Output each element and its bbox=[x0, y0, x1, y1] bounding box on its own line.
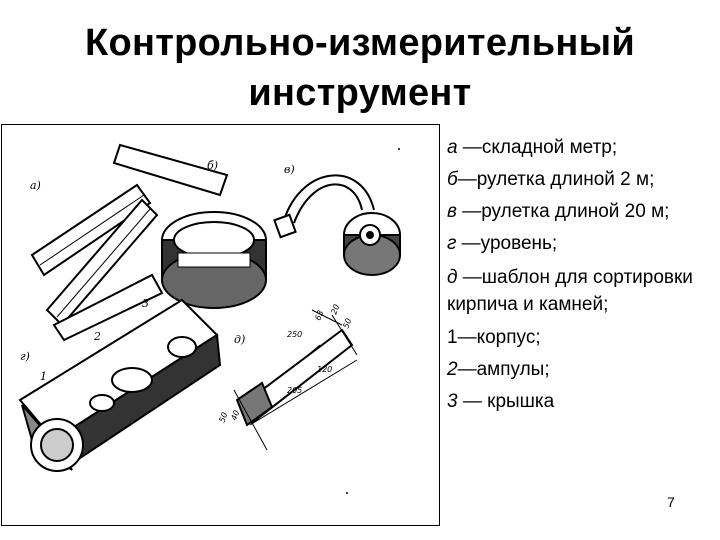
dimension-250: 250 bbox=[287, 330, 302, 339]
legend-item-g: г —уровень; bbox=[447, 233, 558, 254]
sorting-template-drawing bbox=[233, 309, 358, 451]
dimension-20: 20 bbox=[329, 303, 341, 316]
legend-item-2: 2—ампулы; bbox=[447, 359, 550, 380]
dimension-63: 63 bbox=[313, 309, 325, 322]
figure-label-g: г) bbox=[20, 350, 30, 363]
legend-item-1: 1—корпус; bbox=[447, 327, 541, 348]
figure-label-b: б) bbox=[207, 159, 218, 172]
tools-drawing: а) б) в) г) д) 1 2 3 250 63 20 50 120 20… bbox=[18, 143, 401, 494]
dimension-205: 205 bbox=[287, 386, 302, 395]
dimension-50-left: 50 bbox=[217, 411, 229, 424]
figure-label-d: д) bbox=[234, 333, 245, 346]
figure-label-1: 1 bbox=[40, 370, 47, 383]
figure-label-3: 3 bbox=[142, 297, 149, 310]
tape-measure-2m-drawing bbox=[112, 143, 267, 309]
folding-meter-drawing bbox=[30, 183, 164, 342]
dimension-40: 40 bbox=[229, 409, 241, 422]
dimension-50-right: 50 bbox=[341, 317, 353, 330]
dimension-120: 120 bbox=[317, 365, 332, 374]
figure-label-v: в) bbox=[284, 163, 295, 176]
page-number: 7 bbox=[667, 494, 675, 510]
figure-label-a: а) bbox=[30, 179, 41, 192]
legend-item-d: д —шаблон для сортировки кирпича и камне… bbox=[447, 267, 693, 315]
figure-label-2: 2 bbox=[93, 330, 101, 343]
tools-illustration: а) б) в) г) д) 1 2 3 250 63 20 50 120 20… bbox=[1, 124, 440, 526]
level-drawing bbox=[18, 298, 222, 472]
slide-title: Контрольно-измерительный инструмент bbox=[40, 18, 680, 118]
legend-item-a: а —складной метр; bbox=[447, 137, 618, 158]
legend-item-v: в —рулетка длиной 20 м; bbox=[447, 201, 670, 222]
tape-measure-20m-drawing bbox=[273, 174, 401, 276]
title-line-2: инструмент bbox=[248, 72, 472, 114]
title-line-1: Контрольно-измерительный bbox=[84, 22, 636, 64]
legend-item-3: 3 — крышка bbox=[447, 391, 555, 412]
legend-list: а —складной метр; б—рулетка длиной 2 м; … bbox=[447, 132, 709, 418]
legend-item-b: б—рулетка длиной 2 м; bbox=[447, 169, 655, 190]
